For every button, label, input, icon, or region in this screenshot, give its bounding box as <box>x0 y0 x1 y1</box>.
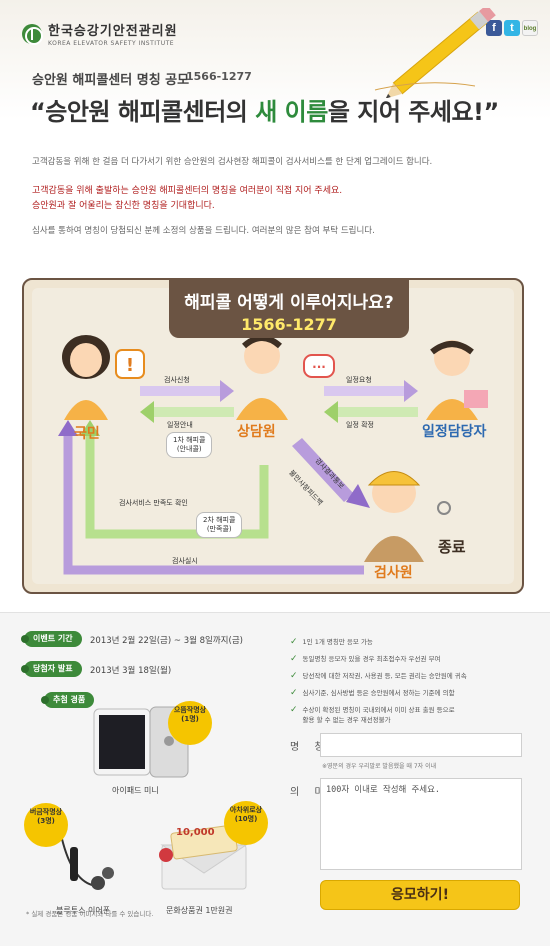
label-apply: 검사신청 <box>164 376 190 384</box>
meaning-textarea[interactable]: 100자 이내로 작성해 주세요. <box>320 778 522 870</box>
check-icon: ✓ <box>290 671 298 681</box>
announce-value: 2013년 3월 18일(월) <box>90 666 172 676</box>
name-input[interactable] <box>320 733 522 757</box>
event-header: 한국승강기안전관리원 KOREA ELEVATOR SAFETY INSTITU… <box>0 0 550 270</box>
blog-icon[interactable]: blog <box>522 20 538 36</box>
scheduler-figure-icon <box>426 340 488 420</box>
citizen-figure-icon <box>62 335 110 420</box>
entry-rules: ✓1인 1개 명칭만 응모 가능 ✓동일명칭 응모자 있을 경우 최초접수자 우… <box>290 637 530 732</box>
label-schedule-confirm: 일정 확정 <box>346 421 374 429</box>
prize-label: 추첨 경품 <box>40 692 95 708</box>
header-background <box>0 0 550 120</box>
rule-item: ✓1인 1개 명칭만 응모 가능 <box>290 637 373 647</box>
prize-badge-2: 버금작명상 (3명) <box>24 803 68 847</box>
check-icon: ✓ <box>290 705 298 715</box>
role-citizen: 국민 <box>74 426 100 442</box>
role-scheduler: 일정담당자 <box>422 424 487 440</box>
brand-logo-icon <box>22 23 43 45</box>
role-inspector: 검사원 <box>374 565 413 581</box>
check-icon: ✓ <box>290 654 298 664</box>
rule-item: ✓동일명칭 응모자 있을 경우 최초접수자 우선권 부여 <box>290 654 441 664</box>
meaning-field-label: 의 미 <box>290 787 330 798</box>
pencil-illustration-icon <box>374 8 496 98</box>
campaign-prize-note: 심사를 통하여 명칭이 당첨되신 분께 소정의 상품을 드립니다. 여러분의 많… <box>32 226 375 236</box>
svg-text:···: ··· <box>312 360 326 374</box>
svg-text:!: ! <box>126 355 134 376</box>
inspector-figure-icon <box>364 471 451 562</box>
counselor-figure-icon <box>236 335 288 420</box>
prize-badge-1: 으뜸작명상 (1명) <box>168 701 212 745</box>
label-guide: 일정안내 <box>167 421 193 429</box>
brand-name-en: KOREA ELEVATOR SAFETY INSTITUTE <box>48 40 175 47</box>
facebook-icon[interactable]: f <box>486 20 502 36</box>
check-icon: ✓ <box>290 688 298 698</box>
announce-label: 당첨자 발표 <box>21 661 82 677</box>
submit-entry-button[interactable]: 응모하기! <box>320 880 520 910</box>
check-icon: ✓ <box>290 637 298 647</box>
period-label: 이벤트 기간 <box>21 631 82 647</box>
rule-item: ✓당선작에 대한 저작권, 사용권 등, 모든 권리는 승안원에 귀속 <box>290 671 467 681</box>
rule-item: ✓심사기준, 심사방법 등은 승안원에서 정하는 기준에 의함 <box>290 688 455 698</box>
gift-card-amount: 10,000 <box>176 827 215 838</box>
twitter-icon[interactable]: t <box>504 20 520 36</box>
label-inspection: 검사실시 <box>172 557 198 565</box>
label-schedule-request: 일정요청 <box>346 376 372 384</box>
brand-logo[interactable]: 한국승강기안전관리원 KOREA ELEVATOR SAFETY INSTITU… <box>22 20 178 47</box>
brand-name-kr: 한국승강기안전관리원 <box>48 24 178 39</box>
social-links: f t blog <box>486 20 538 36</box>
campaign-highlight-text: 고객감동을 위해 출발하는 승안원 해피콜센터의 명칭을 여러분이 직접 지어 … <box>32 186 343 211</box>
role-counselor: 상담원 <box>237 424 276 440</box>
role-end: 종료 <box>438 538 466 556</box>
name-field-label: 명 칭 <box>290 742 330 753</box>
process-question: 해피콜 어떻게 이루어지나요? <box>184 293 394 313</box>
prize-badge-3: 아차위로상 (10명) <box>224 801 268 845</box>
prize-image-note: * 실제 경품은 경품 이미지와 다를 수 있습니다. <box>26 910 154 918</box>
label-second-call: 2차 해피콜 (만족콜) <box>196 512 243 538</box>
prize-name-1: 아이패드 미니 <box>112 786 159 795</box>
process-diagram: ! ··· <box>22 278 524 594</box>
speech-bubble-icon <box>303 354 335 378</box>
exclamation-icon <box>115 349 145 379</box>
campaign-subtitle: 승안원 해피콜센터 명칭 공모 <box>32 73 190 88</box>
process-heading: 해피콜 어떻게 이루어지나요? 1566-1277 <box>169 280 409 338</box>
process-phone-number: 1566-1277 <box>241 315 337 334</box>
rule-item: ✓수상이 확정된 명칭이 국내외에서 이미 상표 출원 등으로 활용 할 수 없… <box>290 705 455 724</box>
gift-card-icon <box>159 824 248 890</box>
name-input-hint: ※영문의 경우 우리말로 발음했을 때 7자 이내 <box>322 763 437 770</box>
bluetooth-earphone-icon <box>61 838 114 890</box>
campaign-description: 고객감동을 위해 한 걸음 더 다가서기 위한 승안원의 검사현장 해피콜이 검… <box>32 157 433 167</box>
prize-name-2: 블루투스 이어폰 <box>56 906 111 915</box>
prize-name-3: 문화상품권 1만원권 <box>166 906 233 915</box>
label-satisfaction: 검사서비스 만족도 확인 <box>119 499 188 507</box>
campaign-title: “승안원 해피콜센터의 새 이름을 지어 주세요!” <box>30 98 499 126</box>
header-phone-number: 1566-1277 <box>186 70 252 83</box>
label-first-call: 1차 해피콜 (안내콜) <box>166 432 213 458</box>
period-value: 2013년 2월 22일(금) ~ 3월 8일까지(금) <box>90 636 243 646</box>
event-info-column: 이벤트 기간 2013년 2월 22일(금) ~ 3월 8일까지(금) 당첨자 … <box>0 613 275 946</box>
process-flow-arrows: ! ··· <box>58 335 488 575</box>
